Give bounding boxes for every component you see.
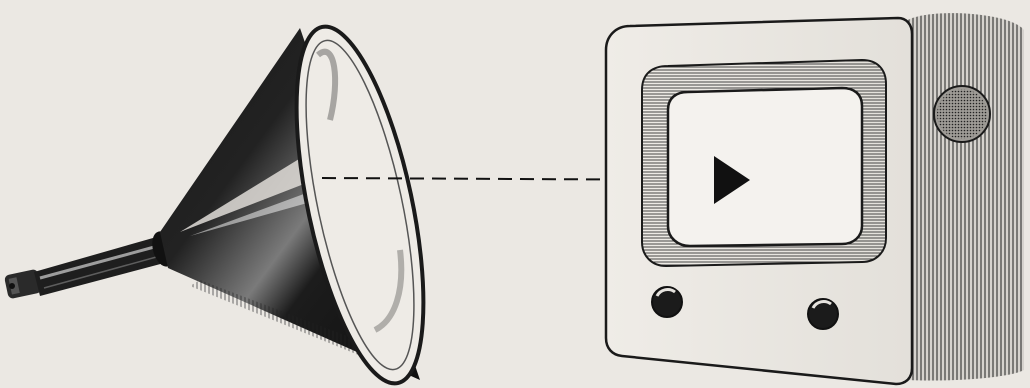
control-knob-right bbox=[808, 299, 838, 329]
crt-tube bbox=[4, 16, 449, 388]
tv-screen bbox=[668, 88, 862, 246]
tube-neck bbox=[34, 236, 168, 296]
tv-cabinet bbox=[606, 13, 1024, 384]
control-knob-left bbox=[652, 287, 682, 317]
